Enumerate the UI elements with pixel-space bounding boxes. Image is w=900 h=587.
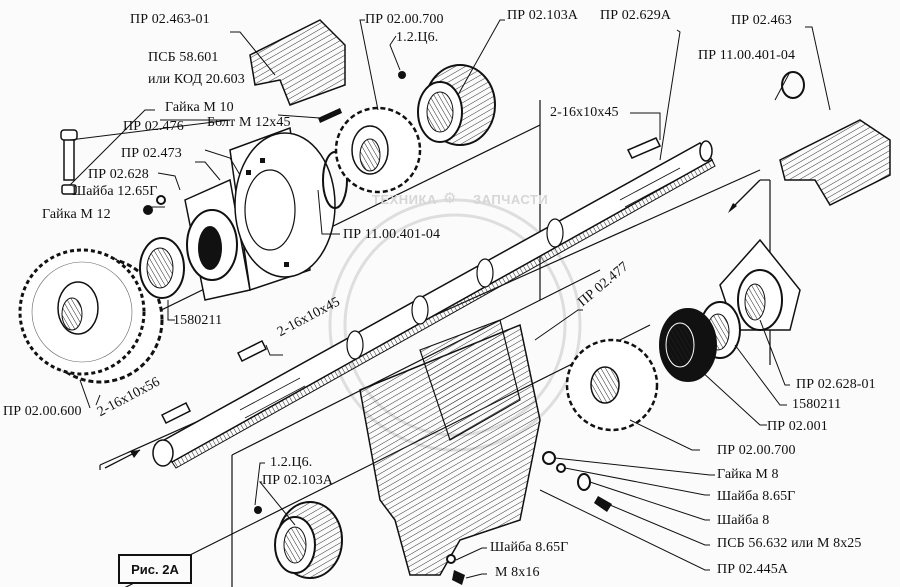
label-pr-02-445a: ПР 02.445А xyxy=(717,562,789,577)
label-pr-02-00-700-bottom: ПР 02.00.700 xyxy=(717,443,796,458)
label-psb-58-601: ПСБ 58.601 xyxy=(148,50,219,65)
label-pr-02-476: ПР 02.476 xyxy=(123,119,184,134)
label-ts6-bottom: 1.2.Ц6. xyxy=(270,455,313,470)
label-shaiba-12-65g: Шайба 12.65Г xyxy=(72,184,158,199)
watermark-prefix: ТЕХНИКА xyxy=(372,192,437,207)
key-top xyxy=(626,137,662,159)
label-pr-02-00-600: ПР 02.00.600 xyxy=(3,404,82,419)
sprocket-right xyxy=(565,338,659,432)
label-key-2-16x10x45-top: 2-16х10х45 xyxy=(550,105,619,120)
direction-arrow xyxy=(104,179,761,469)
label-pr-02-00-700-top: ПР 02.00.700 xyxy=(365,12,444,27)
label-pr-11-00-401-04-right: ПР 11.00.401-04 xyxy=(698,48,796,63)
bolt-psb-58-601 xyxy=(60,129,166,215)
label-gaika-m12: Гайка М 12 xyxy=(42,207,111,222)
shield-top-left xyxy=(249,19,346,106)
label-shaiba-8-65g-right: Шайба 8.65Г xyxy=(717,489,796,504)
label-m8x16: М 8х16 xyxy=(495,565,540,580)
label-gaika-m8: Гайка М 8 xyxy=(717,467,779,482)
label-pr-02-001: ПР 02.001 xyxy=(767,419,828,434)
sprocket-top xyxy=(318,71,422,194)
bearing-left xyxy=(139,237,185,299)
label-pr-11-00-401-04-mid: ПР 11.00.401-04 xyxy=(343,227,441,242)
label-bearing-1580211-right: 1580211 xyxy=(792,397,842,412)
keys-left xyxy=(160,339,268,425)
collar-bottom xyxy=(254,501,343,579)
label-pr-02-463: ПР 02.463 xyxy=(731,13,792,28)
flange-housing-left xyxy=(184,178,251,301)
figure-caption: Рис. 2А xyxy=(118,554,192,584)
label-shaiba-8: Шайба 8 xyxy=(717,513,770,528)
label-pr-02-103a-top: ПР 02.103А xyxy=(507,8,579,23)
gear-icon: ⚙ xyxy=(443,190,457,207)
label-pr-02-628: ПР 02.628 xyxy=(88,167,149,182)
label-pr-02-628-01: ПР 02.628-01 xyxy=(796,377,876,392)
bearing-housing-dark xyxy=(659,308,717,382)
label-bearing-1580211-left: 1580211 xyxy=(173,313,223,328)
snap-ring-right xyxy=(781,71,805,99)
label-pr-02-103a-bottom: ПР 02.103А xyxy=(262,473,334,488)
label-pr-02-463-01: ПР 02.463-01 xyxy=(130,12,210,27)
main-shaft xyxy=(152,140,716,469)
flange-housing-right xyxy=(719,238,801,331)
label-psb-56-632: ПСБ 56.632 или М 8х25 xyxy=(717,536,862,551)
leader-lines xyxy=(69,19,831,579)
fasteners-bottom xyxy=(446,451,612,585)
label-kod-20-603: или КОД 20.603 xyxy=(148,72,245,87)
label-ts6-top: 1.2.Ц6. xyxy=(396,30,439,45)
label-pr-02-629a: ПР 02.629А xyxy=(600,8,672,23)
label-pr-02-473: ПР 02.473 xyxy=(121,146,182,161)
double-sprocket-left xyxy=(18,248,164,384)
chain-guard-bottom xyxy=(359,319,541,576)
mounting-plate xyxy=(229,126,348,291)
shield-right xyxy=(779,119,891,206)
watermark-text: ЗАПЧАСТИ xyxy=(473,192,549,207)
label-shaiba-8-65g-bottom: Шайба 8.65Г xyxy=(490,540,569,555)
collar-top xyxy=(417,64,496,146)
label-bolt-m12x45: Болт М 12х45 xyxy=(207,115,291,130)
label-gaika-m10: Гайка М 10 xyxy=(165,100,234,115)
